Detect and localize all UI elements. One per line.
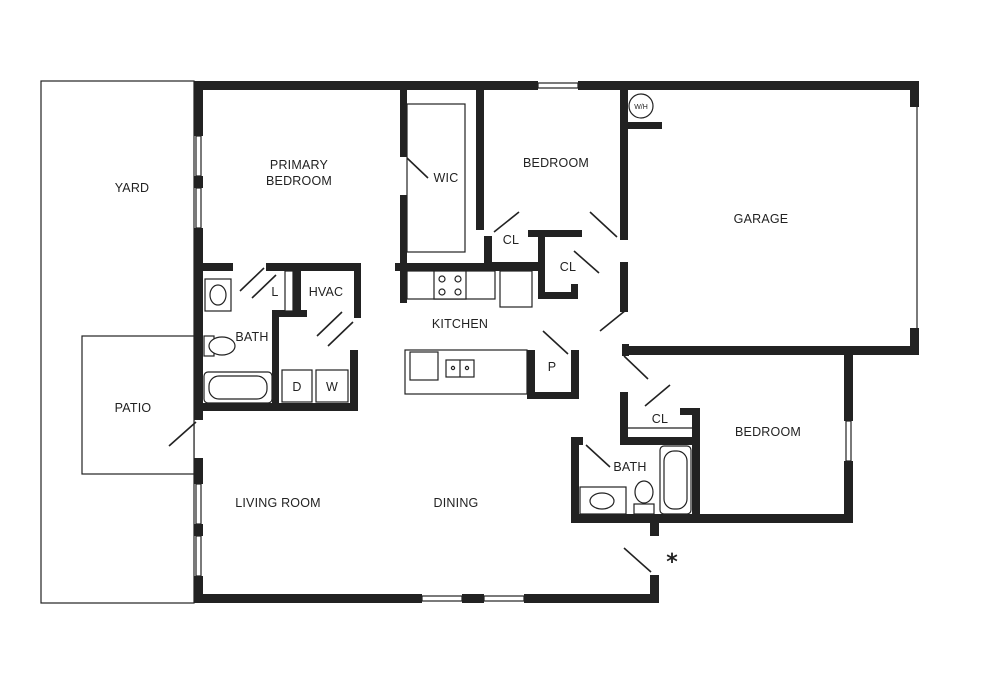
hvac-label: HVAC bbox=[309, 285, 344, 299]
closet-1-label: CL bbox=[503, 233, 519, 247]
exterior-walls bbox=[194, 81, 919, 603]
doors bbox=[168, 157, 671, 573]
dining-label: Dining bbox=[434, 496, 479, 510]
closet-2-label: CL bbox=[560, 260, 576, 274]
pantry-label: P bbox=[548, 360, 557, 374]
bedroom-north-label: BEDROOM bbox=[523, 156, 589, 170]
bath-secondary-label: BATH bbox=[613, 460, 646, 474]
patio-label: PATIO bbox=[115, 401, 152, 415]
wic-label: WIC bbox=[434, 171, 459, 185]
interior-walls bbox=[203, 90, 700, 536]
bath-primary-label: BATH bbox=[235, 330, 268, 344]
linen-label: L bbox=[271, 285, 278, 299]
room-labels: YARD PRIMARY BEDROOM WIC BEDROOM GARAGE … bbox=[115, 104, 801, 575]
kitchen-label: KITCHEN bbox=[432, 317, 488, 331]
closet-3-label: CL bbox=[652, 412, 668, 426]
fixtures bbox=[203, 93, 692, 515]
garage-label: GARAGE bbox=[734, 212, 789, 226]
water-heater-label: W/H bbox=[634, 104, 648, 111]
primary-bedroom-label-line2: BEDROOM bbox=[266, 174, 332, 188]
entry-marker: * bbox=[666, 550, 678, 575]
bedroom-east-label: BEDROOM bbox=[735, 425, 801, 439]
living-room-label: LIVING ROOM bbox=[235, 496, 321, 510]
primary-bedroom-label-line1: PRIMARY bbox=[270, 158, 329, 172]
patio-area bbox=[81, 335, 195, 475]
yard-label: YARD bbox=[115, 181, 150, 195]
water-heater-icon bbox=[628, 93, 654, 119]
washer-label: W bbox=[326, 380, 338, 394]
dryer-label: D bbox=[292, 380, 301, 394]
